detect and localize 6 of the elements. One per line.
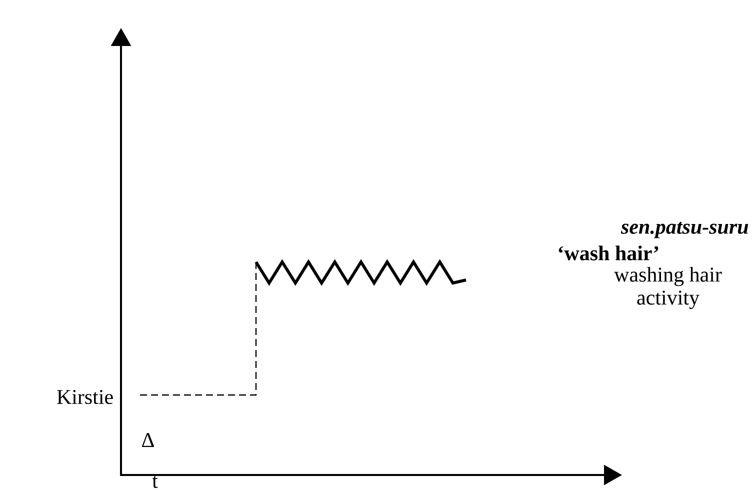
- term-label: sen.patsu-suru: [620, 222, 748, 238]
- participant-label: Kirstie: [57, 390, 113, 404]
- gloss-label: ‘wash hair’: [558, 246, 658, 260]
- description-label: washing hair activity: [614, 266, 722, 310]
- time-label: t: [152, 476, 158, 488]
- delta-symbol: Δ: [142, 433, 154, 447]
